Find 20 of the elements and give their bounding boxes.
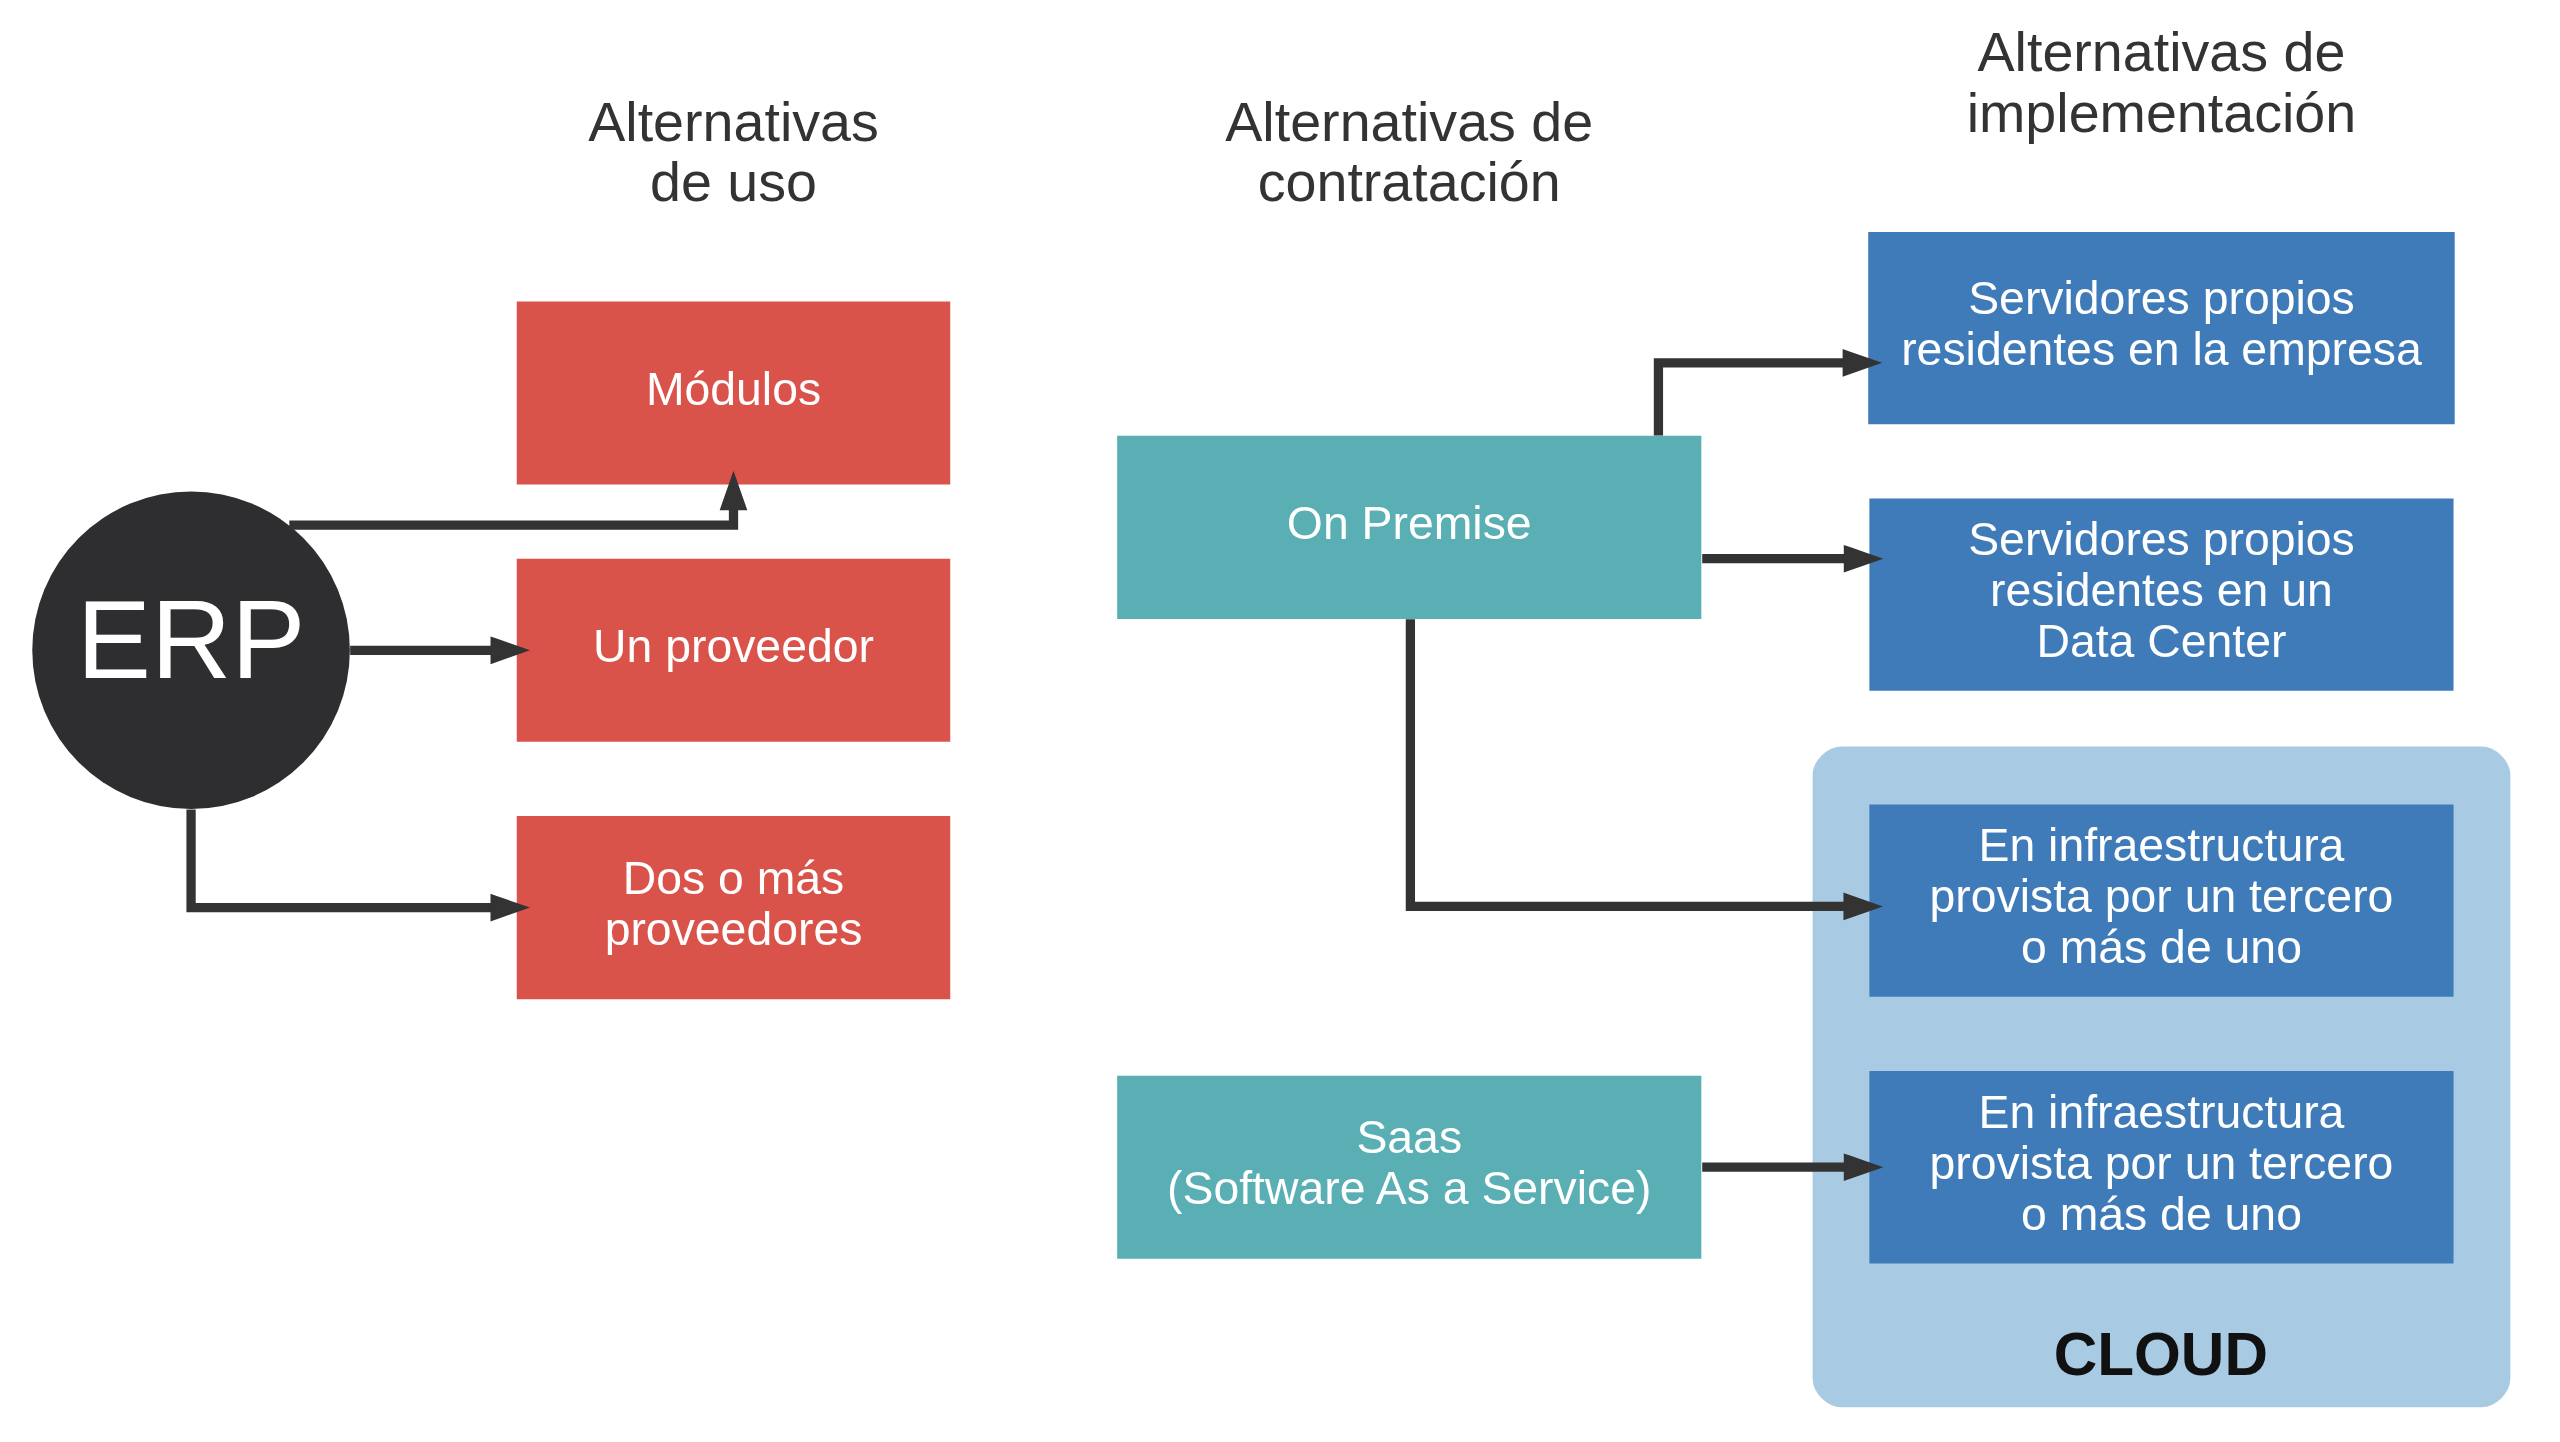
node-box: On Premise <box>1117 435 1702 619</box>
node-circle: ERP <box>32 491 350 810</box>
arrow <box>186 809 531 922</box>
node-box: Saas (Software As a Service) <box>1117 1075 1702 1259</box>
node-box: Un proveedor <box>516 558 951 742</box>
node-box: Módulos <box>516 301 951 485</box>
label: Alternativas de implementación <box>1966 21 2357 144</box>
arrow <box>1702 1153 1884 1182</box>
node-box: Dos o más proveedores <box>516 816 951 1000</box>
arrow <box>1653 349 1883 436</box>
arrow <box>1702 544 1884 573</box>
node-box: En infraestructura provista por un tercero o más de uno <box>1869 804 2454 997</box>
arrow <box>289 470 748 530</box>
node-box: En infraestructura provista por un tercero o más de uno <box>1869 1071 2454 1264</box>
label: Alternativas de uso <box>588 90 879 214</box>
node-box: Servidores propios residentes en un Data Center <box>1869 498 2454 691</box>
label: Alternativas de contratación <box>1225 90 1594 214</box>
node-box: Servidores propios residentes en la empresa <box>1868 231 2455 425</box>
arrow <box>350 636 531 665</box>
arrow <box>1405 619 1883 921</box>
